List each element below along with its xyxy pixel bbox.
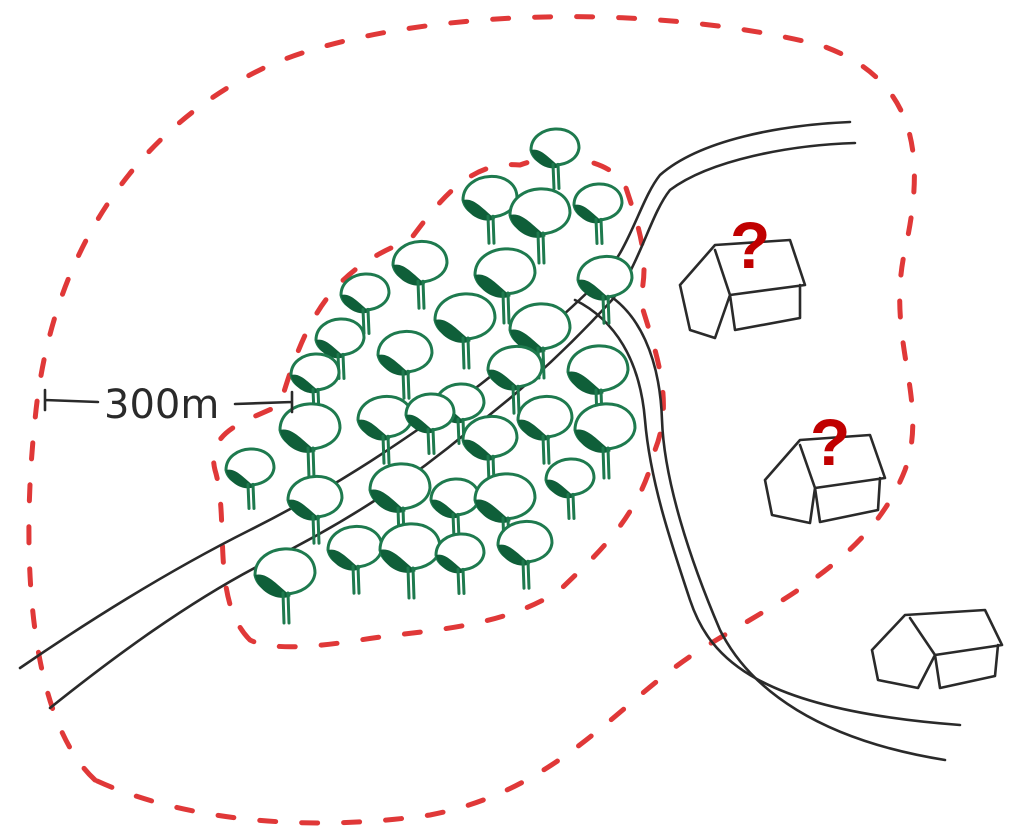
tree-icon (404, 392, 456, 455)
tree-icon (508, 187, 572, 265)
tree-icon (376, 329, 434, 400)
tree-icon (391, 239, 449, 310)
woodland-trees (224, 127, 637, 625)
house-icon (678, 238, 807, 340)
house-3 (870, 608, 1004, 690)
tree-icon (339, 272, 391, 335)
tree-icon (461, 414, 519, 485)
tree-icon (253, 547, 317, 625)
house-2 (763, 433, 887, 525)
tree-icon (429, 477, 481, 540)
tree-icon (289, 352, 341, 415)
tree-icon (566, 344, 630, 422)
tree-icon (224, 447, 276, 510)
woodland-boundary (211, 155, 666, 650)
house-icon (870, 608, 1004, 690)
tree-icon (573, 402, 637, 480)
tree-icon (378, 522, 442, 600)
tree-icon (356, 394, 414, 465)
house-icon (763, 433, 887, 525)
outer-buffer-zone-boundary (26, 14, 917, 826)
tree-icon (572, 182, 624, 245)
tree-icon (529, 127, 581, 190)
tree-icon (278, 402, 342, 480)
tree-icon (544, 457, 596, 520)
tree-icon (516, 394, 574, 465)
question-mark-icon: ? (730, 208, 770, 282)
tree-icon (326, 524, 384, 595)
tree-icon (434, 532, 486, 595)
tree-icon (433, 292, 497, 370)
question-mark-icon: ? (810, 405, 850, 479)
tree-icon (473, 247, 537, 325)
tree-icon (486, 344, 544, 415)
stream-branch-right (598, 288, 947, 762)
stream-branch-left (573, 298, 962, 727)
tree-icon (461, 174, 519, 245)
tree-icon (576, 254, 634, 325)
scale-bar: 300m (43, 382, 294, 428)
scale-bar-icon (43, 388, 294, 414)
house-1 (678, 238, 807, 340)
scale-label: 300m (104, 382, 219, 428)
tree-icon (496, 519, 554, 590)
tree-icon (473, 472, 537, 550)
tree-icon (286, 474, 344, 545)
